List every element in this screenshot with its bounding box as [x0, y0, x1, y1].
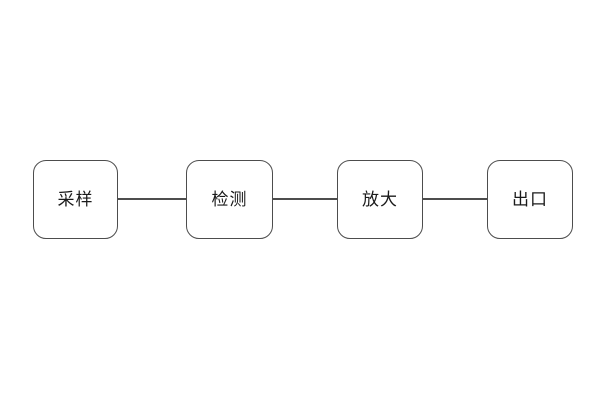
connector-line-sampling-detection — [117, 198, 187, 200]
flow-node-sampling-label: 采样 — [57, 190, 94, 209]
connector-line-amplification-exit — [422, 198, 488, 200]
flow-node-amplification-label: 放大 — [362, 190, 398, 209]
flow-node-exit: 出口 — [487, 160, 573, 239]
flow-node-detection-label: 检测 — [211, 190, 248, 209]
flow-node-detection: 检测 — [186, 160, 273, 239]
connector-line-detection-amplification — [272, 198, 338, 200]
flow-node-exit-label: 出口 — [512, 190, 548, 209]
flow-node-sampling: 采样 — [33, 160, 118, 239]
flow-node-amplification: 放大 — [337, 160, 423, 239]
